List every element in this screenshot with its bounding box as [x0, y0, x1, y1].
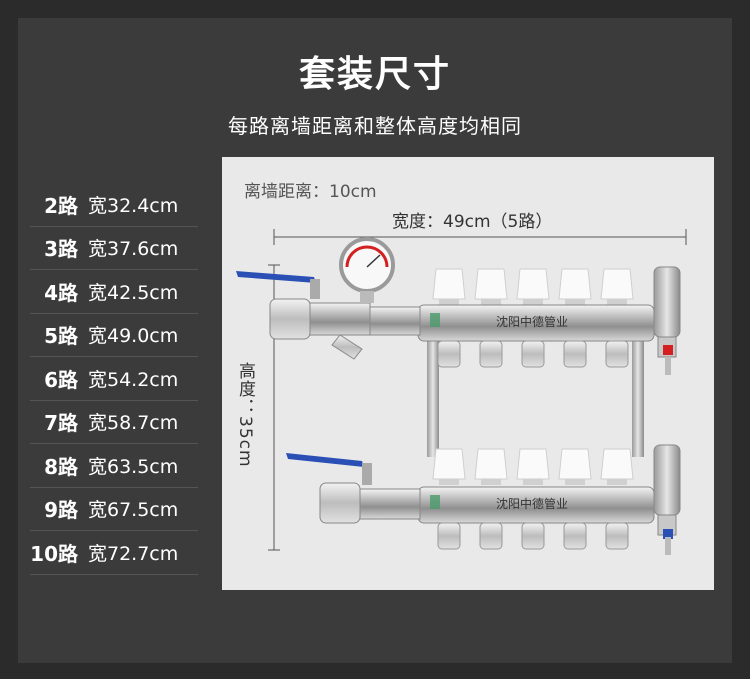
support-bracket-right — [632, 307, 644, 457]
width-label: 宽度：49cm（5路） — [392, 212, 553, 232]
spec-width: 宽72.7cm — [88, 542, 179, 565]
support-bracket-left — [427, 307, 439, 457]
spec-route-count: 8路 — [44, 454, 78, 479]
top-manifold — [236, 237, 681, 375]
spec-row: 5路 宽49.0cm — [30, 314, 198, 357]
bottom-manifold — [286, 444, 681, 555]
page-subtitle: 每路离墙距离和整体高度均相同 — [228, 114, 522, 138]
spec-width: 宽32.4cm — [88, 194, 179, 217]
spec-width: 宽49.0cm — [88, 325, 179, 348]
spec-route-count: 10路 — [30, 541, 78, 566]
spec-route-count: 3路 — [44, 237, 78, 262]
spec-route-count: 4路 — [44, 280, 78, 305]
page-title: 套装尺寸 — [298, 54, 451, 95]
spec-route-count: 6路 — [44, 367, 78, 392]
spec-list: 2路 宽32.4cm 3路 宽37.6cm 4路 宽42.5cm 5路 宽49.… — [30, 183, 198, 575]
spec-width: 宽58.7cm — [88, 412, 179, 435]
spec-route-count: 5路 — [44, 324, 78, 349]
product-diagram-panel: 离墙距离：10cm 宽度：49cm（5路） 高度：35cm 沈阳中德管业 沈阳中… — [222, 157, 714, 590]
spec-route-count: 7路 — [44, 411, 78, 436]
manifold-drawing — [236, 229, 687, 555]
height-label: 高度：35cm — [235, 362, 255, 468]
spec-width: 宽42.5cm — [88, 281, 179, 304]
spec-row: 8路 宽63.5cm — [30, 444, 198, 488]
spec-row: 7路 宽58.7cm — [30, 401, 198, 444]
spec-row: 9路 宽67.5cm — [30, 488, 198, 531]
spec-row: 6路 宽54.2cm — [30, 357, 198, 401]
spec-row: 3路 宽37.6cm — [30, 227, 198, 270]
spec-row: 4路 宽42.5cm — [30, 270, 198, 314]
spec-row: 10路 宽72.7cm — [30, 531, 198, 575]
brand-label-bottom: 沈阳中德管业 — [496, 497, 569, 511]
width-dimension-line — [273, 229, 687, 245]
spec-width: 宽37.6cm — [88, 238, 179, 261]
spec-width: 宽67.5cm — [88, 499, 179, 522]
spec-width: 宽63.5cm — [88, 455, 179, 478]
spec-width: 宽54.2cm — [88, 368, 179, 391]
wall-distance-label: 离墙距离：10cm — [244, 182, 377, 202]
spec-route-count: 2路 — [44, 193, 78, 218]
spec-row: 2路 宽32.4cm — [30, 183, 198, 227]
spec-route-count: 9路 — [44, 498, 78, 523]
brand-label-top: 沈阳中德管业 — [496, 315, 569, 329]
